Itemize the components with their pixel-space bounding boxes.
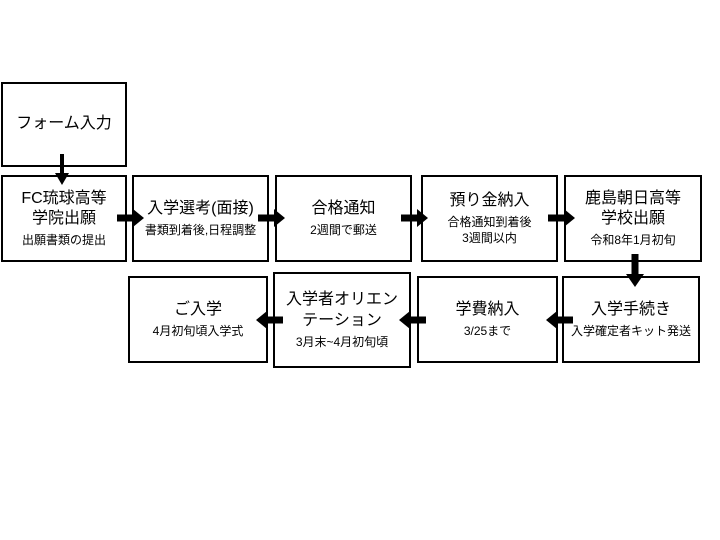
flow-box-entrance-selection: 入学選考(面接) 書類到着後,日程調整	[132, 175, 269, 262]
flow-box-title: 合格通知	[311, 200, 376, 217]
flow-box-acceptance-notice: 合格通知 2週間で郵送	[275, 175, 412, 262]
flow-box-title: 預り金納入	[449, 191, 530, 209]
flow-box-tuition-payment: 学費納入 3/25まで	[417, 276, 558, 363]
flow-box-subtitle: 3月末~4月初旬頃	[295, 334, 389, 349]
flow-box-form-input: フォーム入力	[1, 82, 127, 167]
flow-box-enrollment-procedure: 入学手続き 入学確定者キット発送	[562, 276, 700, 363]
flow-box-title: 鹿島朝日高等 学校出願	[584, 189, 681, 228]
down-arrow-icon-kashima-to-procedure	[625, 254, 645, 288]
down-arrow-icon-form-to-fc	[54, 154, 70, 186]
flow-box-orientation: 入学者オリエン テーション 3月末~4月初旬頃	[273, 272, 411, 368]
flow-box-subtitle: 書類到着後,日程調整	[144, 222, 257, 237]
flow-box-title: ご入学	[173, 301, 222, 318]
flow-box-subtitle: 4月初旬頃入学式	[152, 323, 244, 338]
flow-box-title: FC琉球高等 学院出願	[21, 189, 107, 228]
flow-box-kashima-asahi-application: 鹿島朝日高等 学校出願 令和8年1月初旬	[564, 175, 702, 262]
flow-box-title: 入学手続き	[590, 301, 671, 318]
flow-box-deposit-payment: 預り金納入 合格通知到着後 3週間以内	[421, 175, 558, 262]
left-arrow-icon-procedure-to-tuition	[545, 310, 573, 330]
flow-box-title: フォーム入力	[16, 115, 112, 133]
flow-box-subtitle: 合格通知到着後 3週間以内	[447, 214, 532, 245]
flow-box-subtitle: 令和8年1月初旬	[590, 233, 676, 248]
flow-box-title: 学費納入	[455, 301, 520, 318]
left-arrow-icon-orientation-to-admission	[255, 310, 283, 330]
right-arrow-icon-selection-to-notice	[258, 208, 286, 228]
right-arrow-icon-notice-to-deposit	[401, 208, 429, 228]
flow-box-subtitle: 入学確定者キット発送	[570, 323, 691, 338]
left-arrow-icon-tuition-to-orientation	[398, 310, 426, 330]
right-arrow-icon-fc-to-selection	[117, 208, 145, 228]
flow-box-admission: ご入学 4月初旬頃入学式	[128, 276, 268, 363]
flow-box-subtitle: 出願書類の提出	[21, 233, 106, 248]
right-arrow-icon-deposit-to-kashima	[548, 208, 576, 228]
flow-box-subtitle: 2週間で郵送	[310, 222, 377, 237]
flow-box-title: 入学選考(面接)	[147, 200, 254, 217]
flow-box-subtitle: 3/25まで	[463, 323, 512, 338]
flow-box-fc-ryukyu-application: FC琉球高等 学院出願 出願書類の提出	[1, 175, 127, 262]
flow-box-title: 入学者オリエン テーション	[285, 291, 398, 329]
